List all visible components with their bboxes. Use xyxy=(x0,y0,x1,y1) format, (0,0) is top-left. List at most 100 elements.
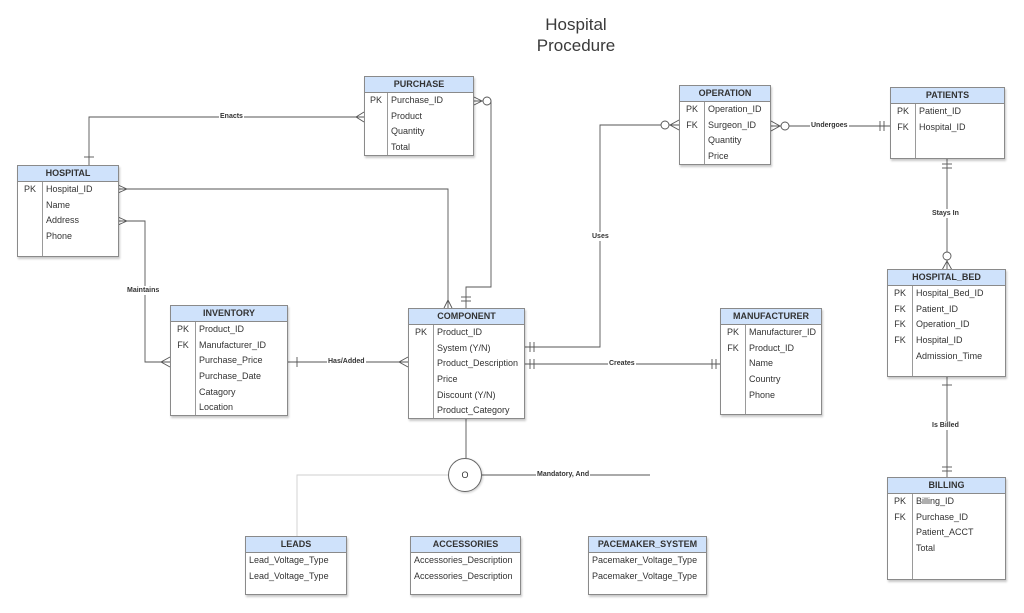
attribute-name: Hospital_ID xyxy=(919,121,966,132)
attribute-name: Pacemaker_Voltage_Type xyxy=(592,570,698,581)
key-column-divider xyxy=(745,325,746,414)
key-marker: FK xyxy=(727,342,739,353)
attribute-name: Product_ID xyxy=(749,342,795,353)
entity-header: INVENTORY xyxy=(171,306,287,322)
key-column-divider xyxy=(42,182,43,256)
attribute-name: Location xyxy=(199,402,234,413)
attribute-name: Product_Description xyxy=(437,358,519,369)
edge-subtype-leads xyxy=(296,474,448,536)
attribute-row: Location xyxy=(171,400,287,416)
key-marker: PK xyxy=(176,324,189,334)
key-marker: FK xyxy=(894,303,906,314)
key-column-divider xyxy=(912,494,913,579)
key-marker: PK xyxy=(369,95,382,105)
key-column-divider xyxy=(704,102,705,164)
attribute-row: Lead_Voltage_Type xyxy=(246,569,346,585)
attribute-row: Phone xyxy=(721,388,821,404)
attribute-row: Price xyxy=(680,149,770,165)
attribute-name: System (Y/N) xyxy=(437,342,491,353)
attribute-row: FK Operation_ID xyxy=(888,317,1005,333)
attribute-name: Discount (Y/N) xyxy=(437,389,496,400)
attribute-name: Name xyxy=(749,358,774,369)
attribute-name: Patient_ACCT xyxy=(916,527,974,538)
attribute-name: Purchase_Price xyxy=(199,355,263,366)
attribute-name: Quantity xyxy=(391,126,425,137)
attribute-name: Manufacturer_ID xyxy=(749,327,817,337)
entity-header: PURCHASE xyxy=(365,77,473,93)
entity-header: LEADS xyxy=(246,537,346,553)
attribute-row: PK Operation_ID xyxy=(680,102,770,118)
rel-label-has-added: Has/Added xyxy=(327,357,366,366)
attribute-name: Manufacturer_ID xyxy=(199,339,267,350)
attribute-name: Phone xyxy=(46,231,73,242)
attribute-row: Purchase_Price xyxy=(171,353,287,369)
attribute-name: Purchase_ID xyxy=(391,95,444,105)
key-marker: PK xyxy=(893,288,906,298)
attribute-name: Patient_ID xyxy=(916,303,959,314)
attribute-row: FK Patient_ID xyxy=(888,302,1005,318)
key-marker: FK xyxy=(686,119,698,130)
attribute-name: Lead_Voltage_Type xyxy=(249,570,329,581)
rel-label-creates: Creates xyxy=(608,359,636,368)
attribute-name: Total xyxy=(916,543,936,554)
key-column-divider xyxy=(915,104,916,158)
key-marker: PK xyxy=(726,327,739,337)
attribute-row: Name xyxy=(721,356,821,372)
key-marker: PK xyxy=(893,496,906,506)
attribute-row: Purchase_Date xyxy=(171,369,287,385)
attribute-name: Phone xyxy=(749,389,776,400)
attribute-row: System (Y/N) xyxy=(409,341,524,357)
entity-body: PK Product_ID System (Y/N) Product_Descript… xyxy=(409,325,524,418)
attribute-name: Operation_ID xyxy=(708,104,762,114)
attribute-name: Admission_Time xyxy=(916,350,983,361)
entity-component[interactable]: COMPONENT PK Product_ID System (Y/N) Product… xyxy=(408,308,525,419)
attribute-row: PK Manufacturer_ID xyxy=(721,325,821,341)
rel-label-undergoes: Undergoes xyxy=(810,121,849,130)
attribute-name: Patient_ID xyxy=(919,106,962,116)
attribute-name: Catagory xyxy=(199,386,236,397)
attribute-row: Name xyxy=(18,198,118,214)
key-marker: FK xyxy=(894,319,906,330)
edge-enacts xyxy=(88,116,364,165)
key-marker: PK xyxy=(414,327,427,337)
rel-label-enacts: Enacts xyxy=(219,112,244,121)
key-marker: PK xyxy=(685,104,698,114)
entity-header: COMPONENT xyxy=(409,309,524,325)
attribute-row: Quantity xyxy=(365,124,473,140)
attribute-row: Accessories_Description xyxy=(411,569,520,585)
diagram-title: Hospital Procedure xyxy=(536,15,616,55)
attribute-row: Product_Category xyxy=(409,403,524,419)
attribute-name: Quantity xyxy=(708,135,742,146)
attribute-name: Operation_ID xyxy=(916,319,970,330)
attribute-row: Admission_Time xyxy=(888,349,1005,365)
edge-hospital-component xyxy=(118,188,449,308)
attribute-name: Product_ID xyxy=(437,327,483,337)
attribute-name: Address xyxy=(46,215,80,226)
attribute-row: Discount (Y/N) xyxy=(409,388,524,404)
attribute-name: Lead_Voltage_Type xyxy=(249,555,329,565)
attribute-row: Country xyxy=(721,372,821,388)
